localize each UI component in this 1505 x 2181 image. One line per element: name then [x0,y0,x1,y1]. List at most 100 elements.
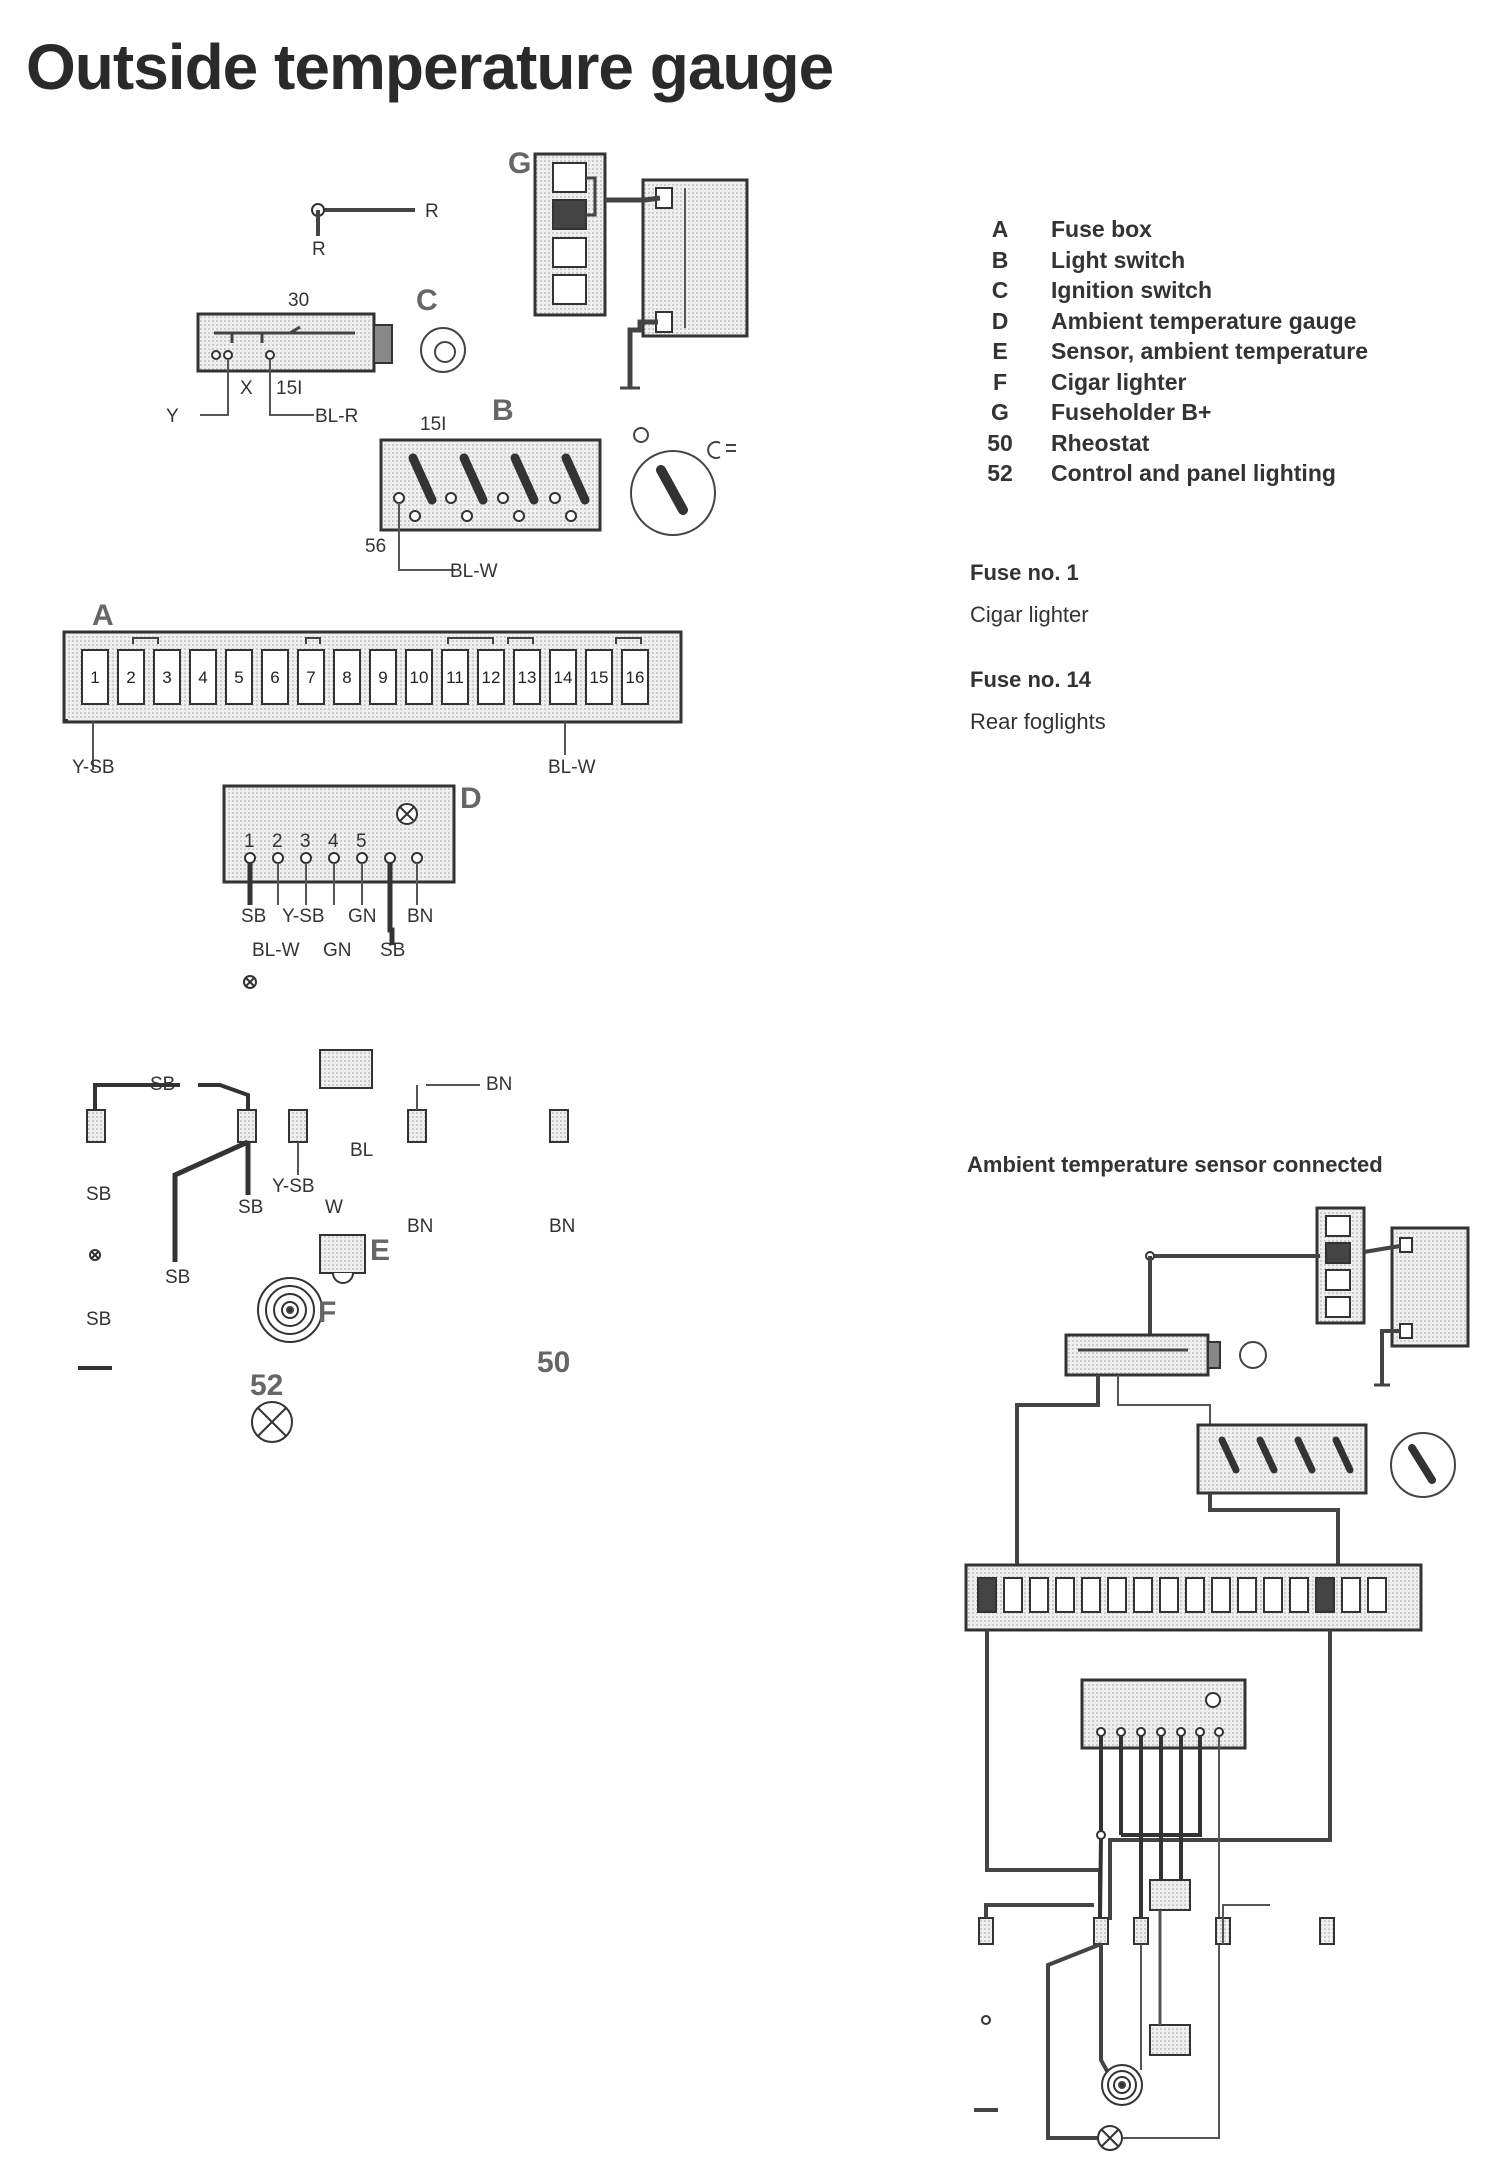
fuse-slot: 1 [81,649,109,705]
fuse-slot: 7 [297,649,325,705]
legend-row: E Sensor, ambient temperature [985,338,1368,369]
svg-text:11: 11 [446,668,464,687]
main-wiring [62,152,749,1443]
legend-key: E [992,338,1008,364]
legend-key: D [991,307,1009,334]
wire-label: Y [166,406,179,427]
svg-text:14: 14 [554,668,573,687]
legend-key: A [991,216,1009,242]
wire-label: SB [86,1184,111,1205]
fuse-slot: 16 [621,649,649,705]
wire-label: Y-SB [282,906,325,927]
fuse-slot: 8 [333,649,361,705]
svg-text:10: 10 [410,668,429,687]
label-e: E [370,1234,390,1267]
legend-key: C [991,277,1009,303]
label-f: F [318,1296,336,1329]
connector-ysb [288,1109,308,1143]
fuse-note-heading: Fuse no. 1 [970,560,1079,585]
temperature-gauge-d [222,784,456,884]
svg-text:2: 2 [126,668,135,687]
wire-label: BL-W [450,561,498,582]
fuse-slot: 4 [189,649,217,705]
svg-text:4: 4 [198,668,207,687]
wire-label: BL [350,1140,373,1161]
wire-label: W [325,1197,343,1218]
fuse-slot: 6 [261,649,289,705]
wire-label: R [312,239,326,260]
svg-text:3: 3 [162,668,171,687]
legend-row: C Ignition switch [985,277,1368,308]
wire-label: Y-SB [272,1176,315,1197]
wire-label: SB [150,1074,175,1095]
svg-text:9: 9 [378,668,387,687]
fuse-note-heading: Fuse no. 14 [970,667,1092,692]
wire-label: BN [407,906,433,927]
legend-label: Sensor, ambient temperature [1051,338,1368,364]
fuse-note-text: Cigar lighter [970,602,1089,627]
wire-label: R [425,201,439,222]
legend-row: A Fuse box [985,216,1368,247]
legend-label: Fuse box [1051,216,1152,242]
page-title: Outside temperature gauge [26,31,834,103]
fuse-slot: 10 [405,649,433,705]
legend-key: G [991,399,1009,425]
label-50: 50 [537,1346,570,1379]
legend-row: B Light switch [985,247,1368,278]
connector-left [86,1109,106,1143]
ignition-switch-c [196,312,376,373]
fuse-slot: 11 [441,649,469,705]
wire-label: BN [549,1216,575,1237]
fuse-slot: 12 [477,649,505,705]
label-c: C [416,284,438,317]
svg-text:16: 16 [626,668,645,687]
sensor-e [319,1234,366,1284]
svg-text:15: 15 [590,668,609,687]
legend-row: 52 Control and panel lighting [985,460,1368,491]
label-d: D [460,782,482,815]
legend-label: Control and panel lighting [1051,460,1336,486]
inset-diagram [964,1206,1470,2151]
terminal-label: 30 [288,290,309,311]
pin-number: 4 [328,831,339,852]
svg-text:5: 5 [234,668,243,687]
wire-label: SB [86,1309,111,1330]
legend-label: Light switch [1051,246,1186,273]
pin-number: 2 [272,831,283,852]
fuse-slots: 1 2 3 4 5 6 7 8 9 10 11 12 13 14 15 16 [81,649,649,705]
terminal-label: 15I [276,378,302,399]
label-52: 52 [250,1369,283,1402]
fuse-slot: 15 [585,649,613,705]
fuse-note-text: Rear foglights [970,709,1106,734]
svg-text:8: 8 [342,668,351,687]
fuse-slot: 13 [513,649,541,705]
sensor-connector-middle [319,1049,373,1089]
panel-lamp-52 [251,1401,293,1443]
wire-label: SB [241,906,266,927]
wire-label: SB [380,940,405,961]
legend-key: 52 [987,460,1013,486]
pin-number: 3 [300,831,311,852]
pin-number: 5 [356,831,367,852]
label-a: A [92,599,114,632]
legend-key: F [992,368,1008,395]
legend-label: Ignition switch [1051,277,1212,303]
gauge-pin-numbers: 1 2 3 4 5 [244,831,367,852]
wire-label: GN [348,906,377,927]
sensor-connected-heading: Ambient temperature sensor connected [967,1152,1383,1177]
fuse-slot: 14 [549,649,577,705]
fuse-slot: 2 [117,649,145,705]
fuse-slot: 5 [225,649,253,705]
wire-label: BN [407,1216,433,1237]
legend-key: 50 [987,429,1013,456]
component-legend: A Fuse box B Light switch C Ignition switch… [985,216,1368,491]
connector-sb [237,1109,257,1143]
connector-bn [407,1109,427,1143]
svg-text:12: 12 [482,668,501,687]
terminal-label: 15I [420,414,446,435]
wire-label: BL-R [315,406,358,427]
legend-key: B [991,246,1009,273]
pin-number: 1 [244,831,255,852]
